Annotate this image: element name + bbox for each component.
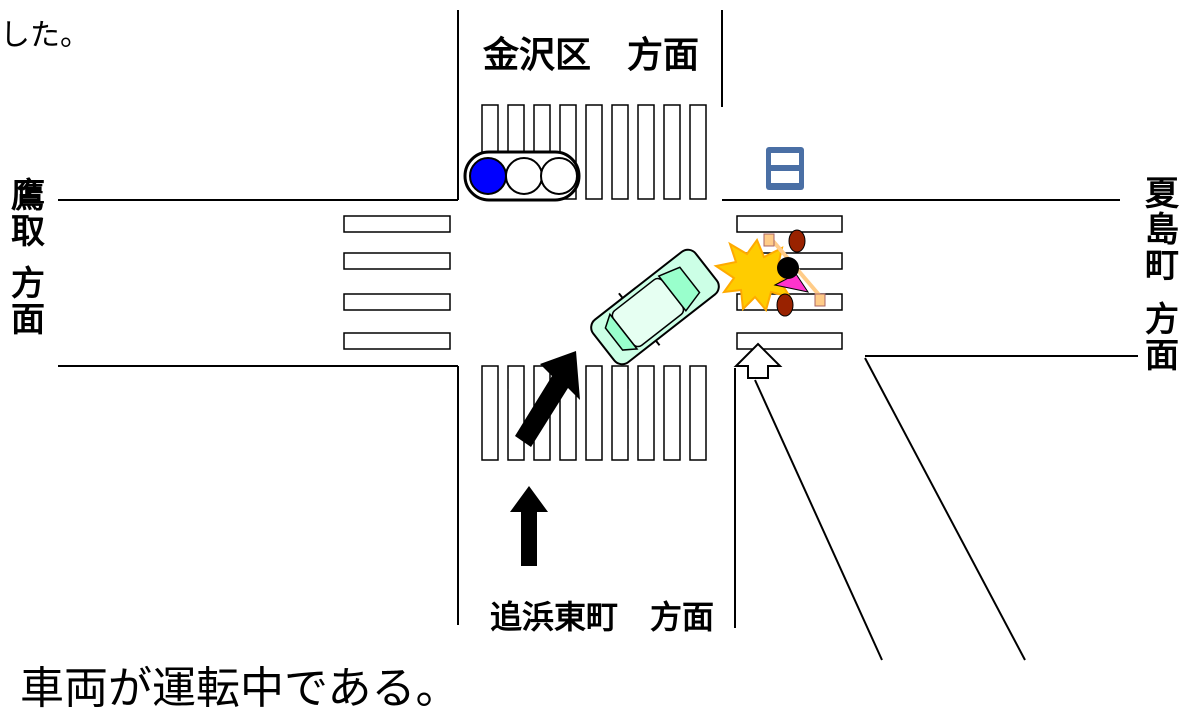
- arrow-icon: [515, 351, 580, 447]
- bottom-text-fragment: 車両が運転中である。: [20, 663, 460, 714]
- west-direction-label: 鷹 取 方 面: [8, 178, 48, 338]
- east-char: 島: [1145, 210, 1179, 250]
- crosswalk-south: [481, 365, 707, 461]
- road-edges: [58, 10, 1138, 661]
- west-char: 面: [11, 300, 45, 340]
- east-char: 町: [1145, 246, 1179, 286]
- crosswalk-west: [343, 215, 451, 350]
- south-direction-label: 追浜東町 方面: [490, 598, 715, 636]
- top-text-fragment: した。: [0, 18, 90, 53]
- car-icon: [590, 248, 720, 366]
- traffic-signal-icon: [463, 150, 581, 202]
- arrow-icon: [510, 486, 548, 566]
- bus-stop-icon: [766, 147, 804, 190]
- intersection-diagram: [58, 10, 1138, 661]
- pedestrian-icon: [763, 229, 826, 317]
- west-char: 鷹: [11, 176, 45, 216]
- west-char: 取: [11, 212, 45, 252]
- east-char: 面: [1145, 336, 1179, 376]
- north-direction-label: 金沢区 方面: [483, 35, 700, 76]
- east-direction-label: 夏 島 町 方 面: [1142, 176, 1182, 374]
- west-char: 方: [11, 264, 45, 304]
- arrow-icon: [733, 342, 783, 379]
- east-char: 夏: [1145, 174, 1179, 214]
- east-char: 方: [1145, 300, 1179, 340]
